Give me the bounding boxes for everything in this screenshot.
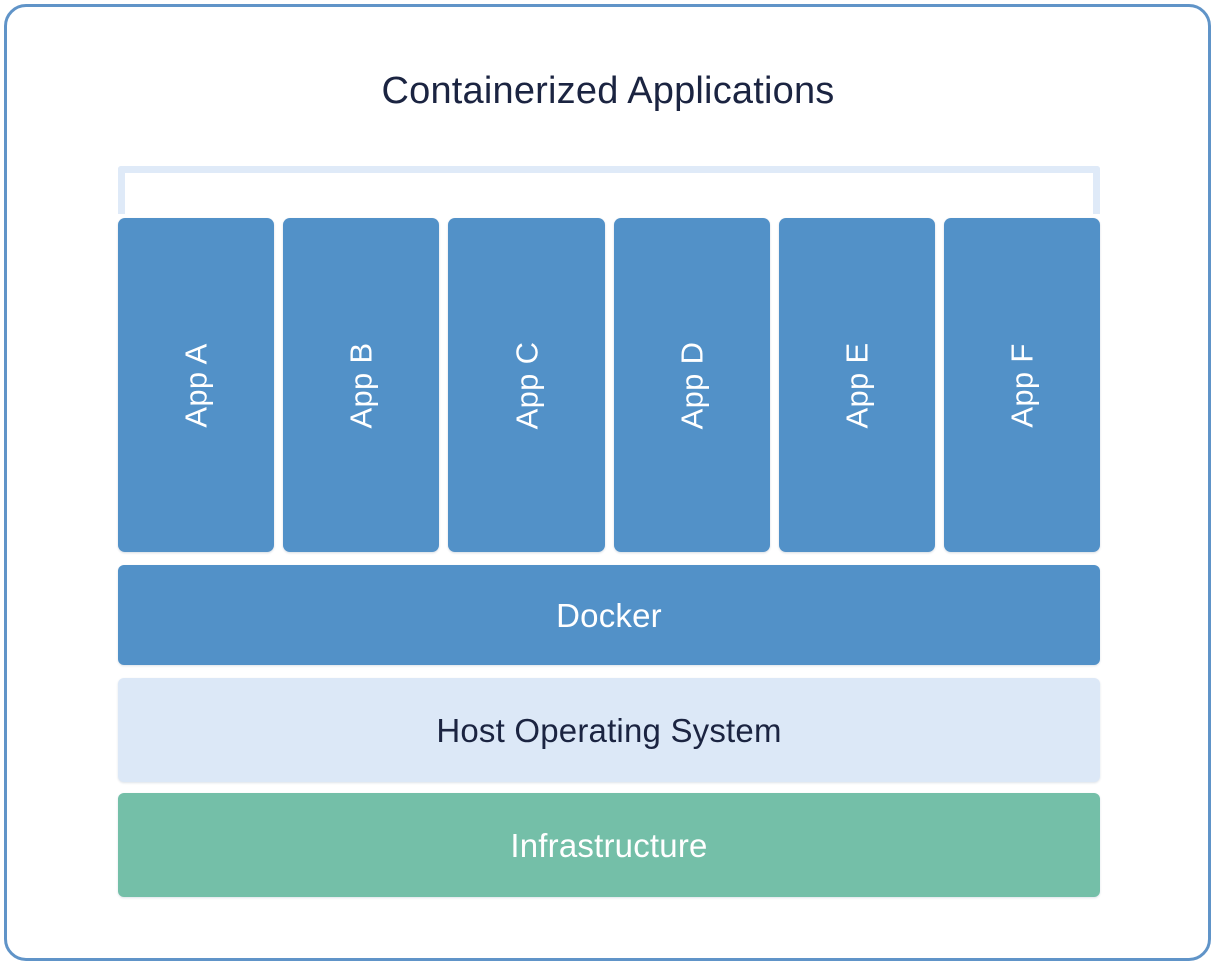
layer-docker[interactable]: Docker [118,565,1100,665]
app-container-e-label: App E [839,342,875,428]
app-container-d[interactable]: App D [613,218,770,552]
page-title: Containerized Applications [381,70,835,112]
layer-host-operating-system[interactable]: Host Operating System [118,678,1100,782]
containerized-applications-bracket [118,166,1100,214]
layer-host-operating-system-label: Host Operating System [436,711,782,749]
layer-infrastructure[interactable]: Infrastructure [118,793,1100,897]
app-container-b-label: App B [343,342,379,428]
app-containers-row: App A App B App C App D App E App F [118,218,1101,552]
layer-docker-label: Docker [556,596,662,634]
app-container-a[interactable]: App A [118,218,275,552]
app-container-c[interactable]: App C [448,218,605,552]
app-container-f-label: App F [1004,342,1040,428]
layer-infrastructure-label: Infrastructure [510,826,708,864]
architecture-stack: App A App B App C App D App E App F Dock… [118,166,1101,897]
app-container-e[interactable]: App E [778,218,935,552]
app-container-a-label: App A [178,342,214,428]
app-container-c-label: App C [508,341,544,429]
app-container-b[interactable]: App B [283,218,440,552]
app-container-d-label: App D [674,341,710,429]
app-container-f[interactable]: App F [943,218,1101,552]
